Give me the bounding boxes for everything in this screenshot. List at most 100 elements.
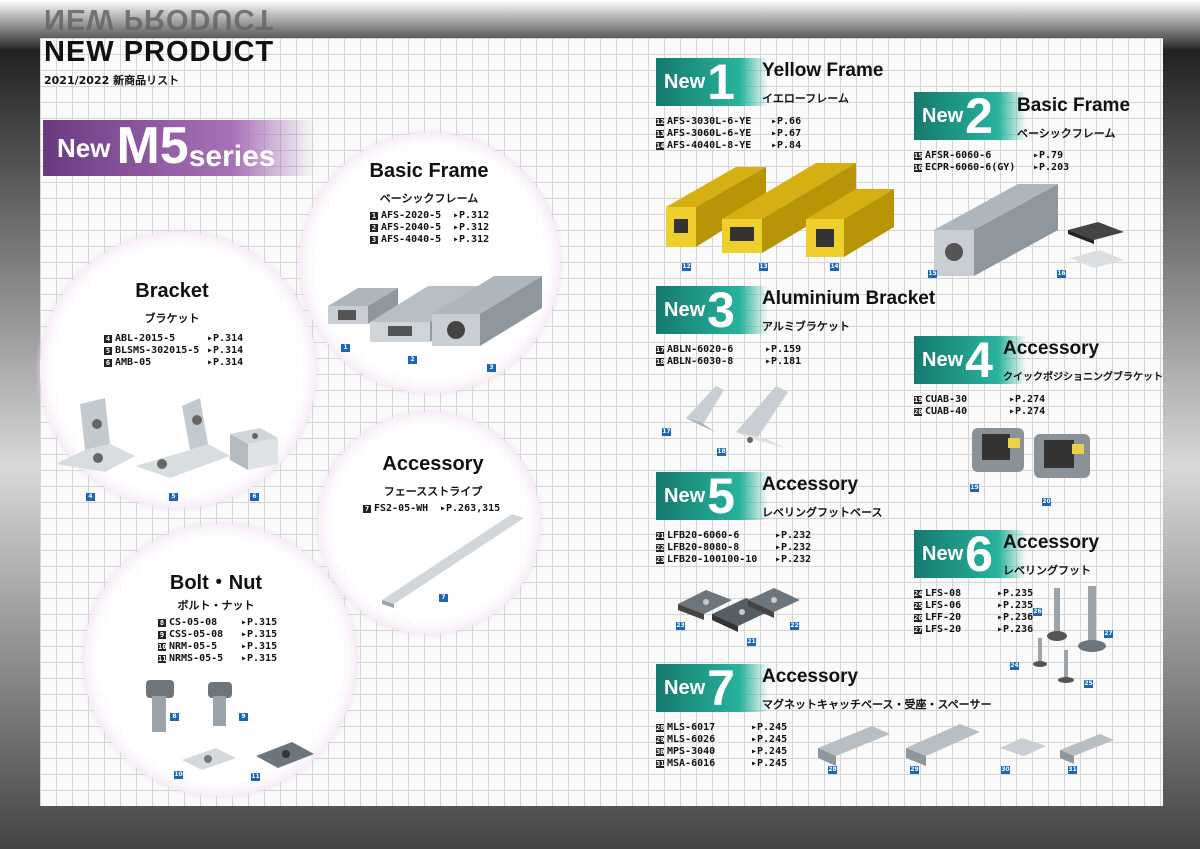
accessory-m5-title: Accessory — [382, 453, 484, 475]
section-2-jp: ベーシックフレーム — [1017, 127, 1116, 140]
quick-positioning-bracket-image — [972, 428, 1090, 478]
page-ref: ▸P.67 — [771, 128, 802, 139]
bracket-image — [55, 398, 278, 478]
m5-series-banner: New M5 series — [43, 120, 315, 176]
section-number: 6 — [965, 526, 993, 582]
item-tag: 11 — [251, 773, 260, 781]
section-number: 7 — [707, 660, 735, 716]
new-label: New — [922, 104, 964, 127]
item-tag: 26 — [1033, 608, 1042, 616]
product-code: NRMS-05-5 — [169, 653, 224, 664]
product-code: AFS-3030L-6-YE — [667, 116, 752, 127]
page-ref: ▸P.235 — [997, 600, 1034, 611]
leveling-foot-base-image — [678, 588, 800, 632]
page-ref: ▸P.245 — [751, 758, 788, 769]
new-label: New — [664, 484, 706, 507]
item-number: 18 — [656, 358, 665, 366]
product-code: BLSMS-302015-5 — [115, 345, 200, 356]
item-tag: 5 — [169, 493, 178, 501]
section-1-jp: イエローフレーム — [762, 92, 849, 105]
item-tag: 4 — [86, 493, 95, 501]
page-ref: ▸P.312 — [453, 222, 490, 233]
section-2-title: Basic Frame — [1017, 95, 1131, 116]
product-code: ECPR-6060-6(GY) — [925, 162, 1016, 173]
page-ref: ▸P.315 — [241, 629, 278, 640]
new-label: New — [664, 70, 706, 93]
page-ref: ▸P.314 — [207, 333, 244, 344]
product-code: MLS-6017 — [667, 722, 716, 733]
item-number: 12 — [656, 118, 665, 126]
item-tag: 16 — [1057, 270, 1066, 278]
product-code: CUAB-40 — [925, 406, 968, 417]
product-code: CUAB-30 — [925, 394, 968, 405]
product-code: CS-05-08 — [169, 617, 218, 628]
bracket-jp: ブラケット — [144, 312, 200, 325]
bracket-title: Bracket — [135, 280, 209, 302]
item-number: 25 — [914, 602, 923, 610]
item-number: 4 — [104, 335, 112, 343]
item-number: 2 — [370, 224, 378, 232]
page-ref: ▸P.232 — [775, 542, 812, 553]
item-tag: 9 — [239, 713, 248, 721]
basic-frame-profile-image — [328, 276, 542, 346]
aluminium-bracket-image — [686, 386, 788, 448]
section-3-title: Aluminium Bracket — [762, 288, 936, 309]
page-ref: ▸P.312 — [453, 210, 490, 221]
product-code: AFS-2020-5 — [381, 210, 442, 221]
item-tag: 31 — [1068, 766, 1077, 774]
item-tag: 10 — [174, 771, 183, 779]
section-6-title: Accessory — [1003, 532, 1100, 553]
product-code: AFSR-6060-6 — [925, 150, 992, 161]
page-ref: ▸P.314 — [207, 345, 244, 356]
page-ref: ▸P.79 — [1033, 150, 1064, 161]
new-label: New — [664, 676, 706, 699]
page-ref: ▸P.315 — [241, 641, 278, 652]
page-ref: ▸P.245 — [751, 746, 788, 757]
item-number: 20 — [914, 408, 923, 416]
leveling-foot-image — [1033, 586, 1106, 683]
page-ref: ▸P.274 — [1009, 406, 1046, 417]
section-7-jp: マグネットキャッチベース・受座・スペーサー — [762, 698, 992, 711]
item-tag: 27 — [1104, 630, 1113, 638]
item-tag: 2 — [408, 356, 417, 364]
page-ref: ▸P.245 — [751, 734, 788, 745]
section-3-jp: アルミブラケット — [762, 320, 850, 333]
new-label: New — [664, 298, 706, 321]
bolt-nut-jp: ボルト・ナット — [177, 599, 255, 612]
item-number: 1 — [370, 212, 378, 220]
basic-frame-title: Basic Frame — [369, 160, 489, 182]
section-7-title: Accessory — [762, 666, 859, 687]
product-code: LFS-08 — [925, 588, 962, 599]
item-number: 17 — [656, 346, 665, 354]
item-number: 11 — [158, 655, 167, 663]
product-code: AFS-2040-5 — [381, 222, 442, 233]
product-code: LFB20-6060-6 — [667, 530, 740, 541]
item-tag: 13 — [759, 263, 768, 271]
section-number: 2 — [965, 88, 993, 144]
item-tag: 7 — [439, 594, 448, 602]
